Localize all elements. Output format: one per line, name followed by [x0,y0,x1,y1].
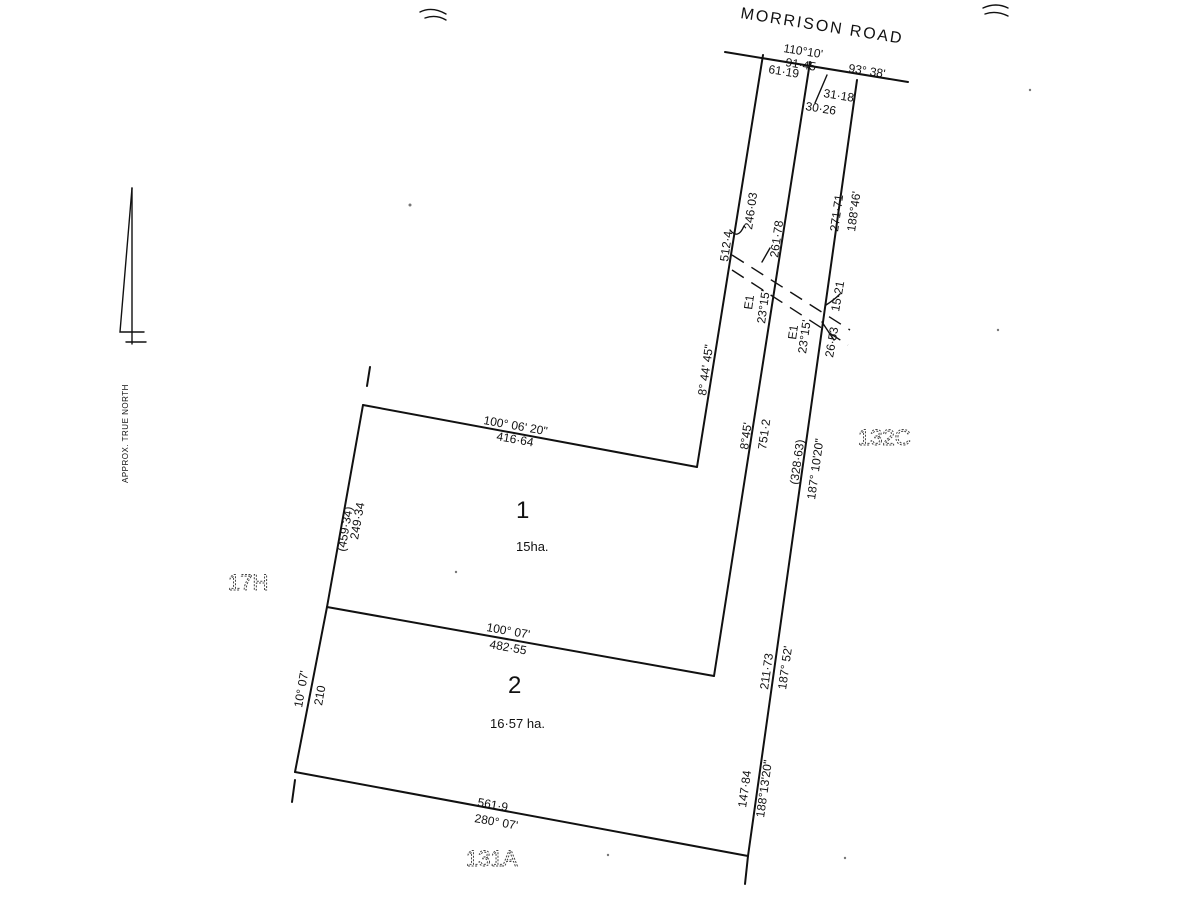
east-dist-lower: 147·84 [735,769,754,808]
lot2-bottom-bearing: 280° 07' [473,811,519,832]
east-bearing-lower: 188°13'20" [753,759,775,818]
middle-easement-e2: E1 [785,324,801,341]
lot1-west-dist: 249·34 [347,501,367,541]
middle-easement-b: 261·78 [767,219,786,258]
frontage-bearing-right: 93° 38' [848,61,887,81]
lot2-bottom-dist: 561·9 [476,795,509,814]
lot1-area: 15ha. [516,539,549,554]
scan-specks [408,4,1032,860]
adjacent-south: 131A [466,846,518,871]
east-dist-mid: 211·73 [757,652,776,690]
divider-dist: 482·55 [488,637,528,657]
middle-easement-e1: E1 [741,294,757,311]
middle-easement-a: 246·03 [741,191,760,230]
frontage-dist-left: 61·19 [768,62,801,81]
frontage-dist-mid2: 30·26 [805,99,838,118]
lot2-west-bearing: 10° 07' [291,670,311,709]
east-bearing-upper: 187° 10'20" [804,438,826,501]
lot1-number: 1 [516,497,529,524]
north-arrow: APPROX. TRUE NORTH [119,187,147,483]
lot2-area: 16·57 ha. [490,716,545,731]
north-arrow-label: APPROX. TRUE NORTH [121,384,130,483]
east-dist-upper: (328·63) [787,439,807,486]
east-strip-bearing-top: 188°46' [844,190,863,232]
lot1-top-dist: 416·64 [495,429,535,449]
lot2-west-dist: 210 [311,684,328,706]
frontage-bearing-main: 110°10' [783,41,824,61]
frontage-dist-mid: 31·18 [823,86,856,105]
middle-easement-e2-bearing: 23°15' [795,319,814,354]
east-strip-dist-top: 271·71 [827,193,846,232]
east-bearing-mid: 187° 52' [775,645,795,690]
middle-strip-dist: 751·2 [755,418,773,451]
road-boundary [724,51,909,83]
adjacent-east: 132C [858,425,911,450]
lot2-number: 2 [508,672,521,699]
easement-lines [729,225,851,346]
road-name: MORRISON ROAD [739,5,904,48]
adjacent-west: 17H [228,570,268,595]
lot1-east-dist: 512·4 [717,230,735,263]
east-strip-easement-1: 15·21 [828,280,847,313]
middle-easement-e1-bearing: 23°15' [754,289,773,324]
parcel-boundaries [291,54,858,885]
middle-strip-bearing: 8°45' [737,422,755,451]
east-strip-easement-2: 26·53 [822,326,841,359]
